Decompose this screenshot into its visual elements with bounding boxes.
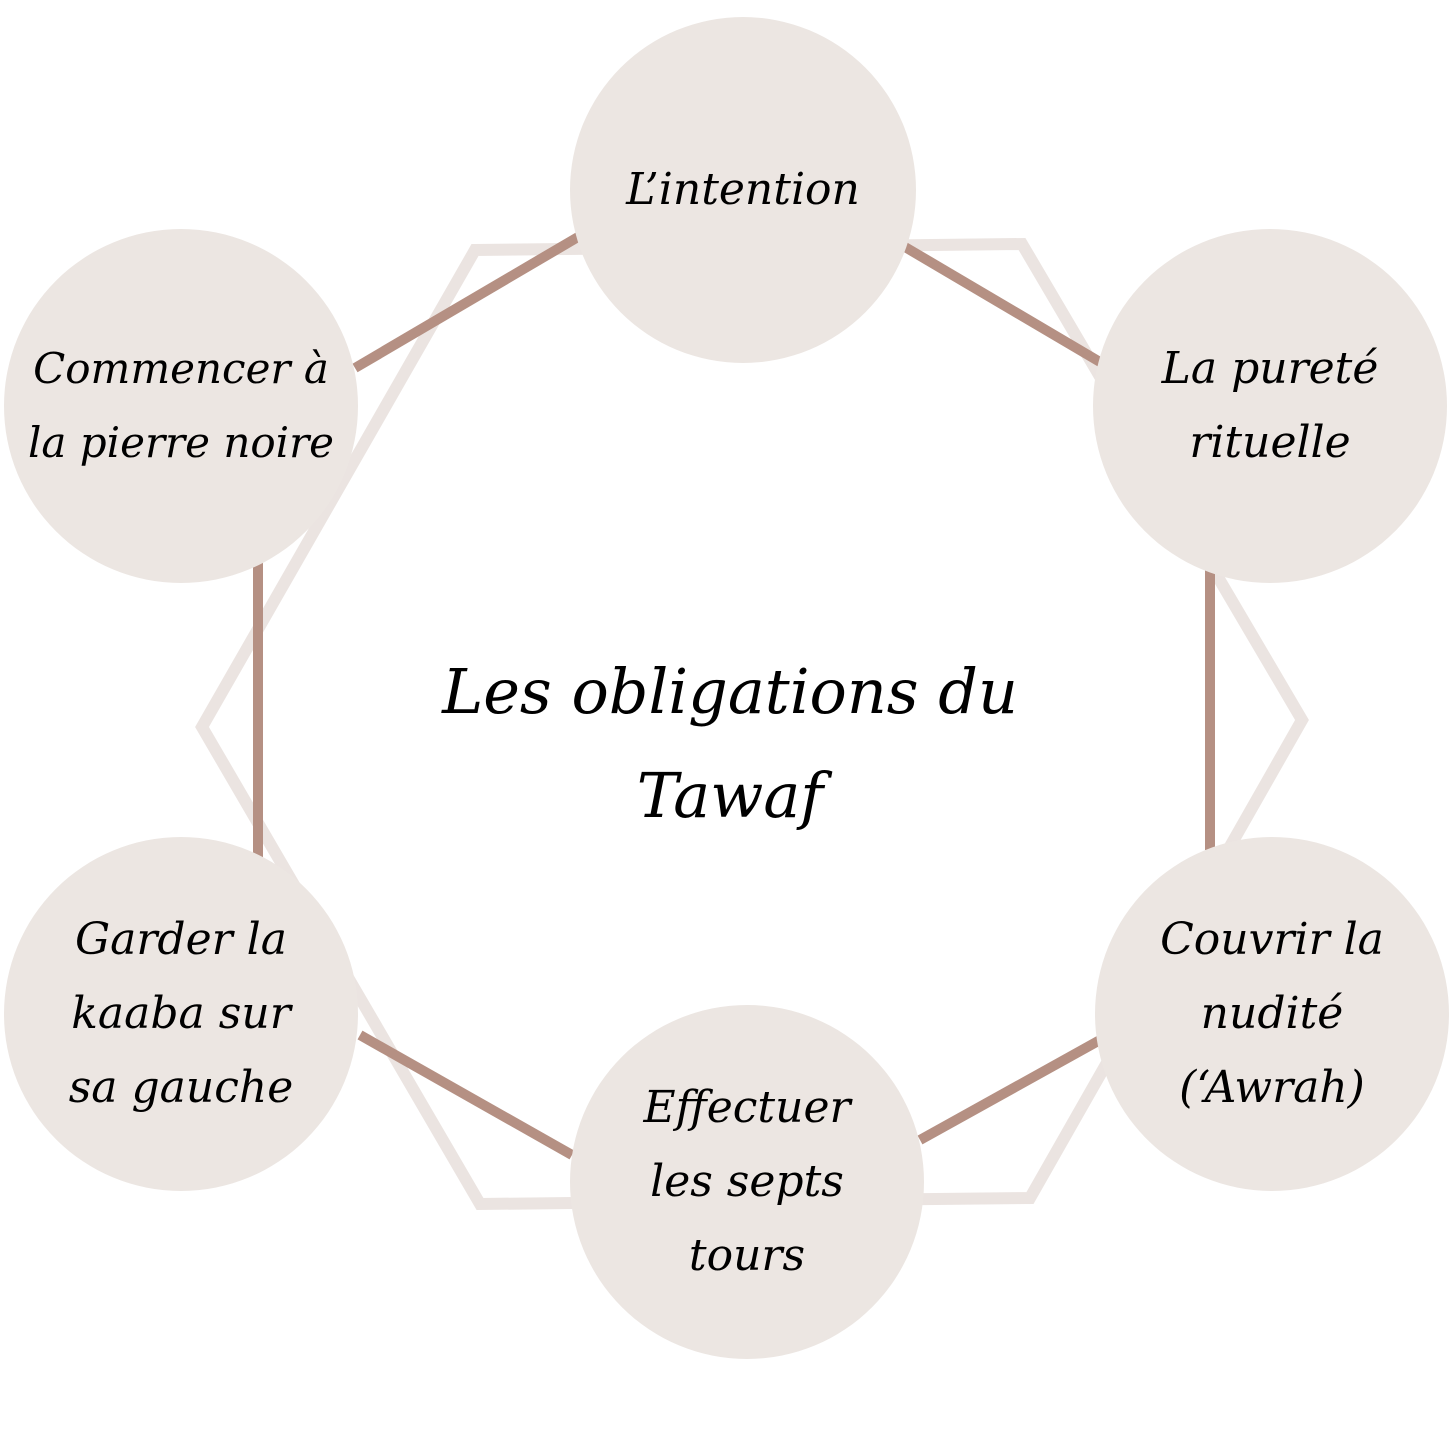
node-kaaba-gauche: Garder la kaaba sur sa gauche (4, 837, 358, 1191)
node-label: L’intention (626, 164, 860, 215)
node-label: Couvrir la nudité (‘Awrah) (1160, 914, 1384, 1113)
node-intention: L’intention (570, 17, 916, 363)
connector-line (902, 242, 1103, 367)
node-label: La pureté rituelle (1161, 343, 1379, 468)
diagram-title: Les obligations du Tawaf (442, 655, 1018, 832)
connector-line (352, 232, 581, 373)
node-septs-tours: Effectuer les septs tours (570, 1005, 924, 1359)
node-couvrir-nudite: Couvrir la nudité (‘Awrah) (1095, 837, 1449, 1191)
connector-line (917, 1035, 1103, 1145)
node-label: Garder la kaaba sur sa gauche (68, 914, 294, 1113)
node-label: Commencer à la pierre noire (27, 344, 335, 467)
node-label: Effectuer les septs tours (643, 1082, 851, 1281)
connector-line (357, 1030, 575, 1160)
node-pierre-noire: Commencer à la pierre noire (4, 229, 358, 583)
node-purete-rituelle: La pureté rituelle (1093, 229, 1447, 583)
background-hexagon (195, 237, 1309, 1211)
